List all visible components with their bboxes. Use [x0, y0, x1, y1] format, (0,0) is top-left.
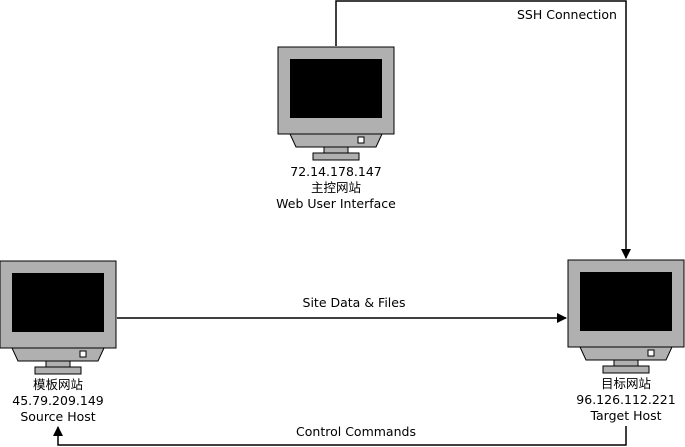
source-monitor-icon	[0, 260, 117, 375]
site-data-label: Site Data & Files	[302, 295, 406, 310]
controller-name: 主控网站	[310, 180, 362, 195]
source-name: 模板网站	[32, 377, 84, 392]
controller-ip: 72.14.178.147	[290, 164, 382, 179]
ssh-connection-label: SSH Connection	[517, 7, 617, 22]
source-role: Source Host	[20, 409, 96, 424]
controller-monitor-icon	[277, 46, 395, 161]
control-commands-edge	[53, 426, 627, 446]
source-ip: 45.79.209.149	[12, 393, 104, 408]
ssh-connection-edge	[335, 0, 631, 259]
target-ip: 96.126.112.221	[576, 392, 676, 407]
target-name: 目标网站	[600, 376, 652, 391]
target-role: Target Host	[590, 408, 662, 423]
target-monitor-icon	[567, 259, 685, 374]
control-commands-label: Control Commands	[296, 424, 416, 439]
controller-role: Web User Interface	[276, 196, 396, 211]
